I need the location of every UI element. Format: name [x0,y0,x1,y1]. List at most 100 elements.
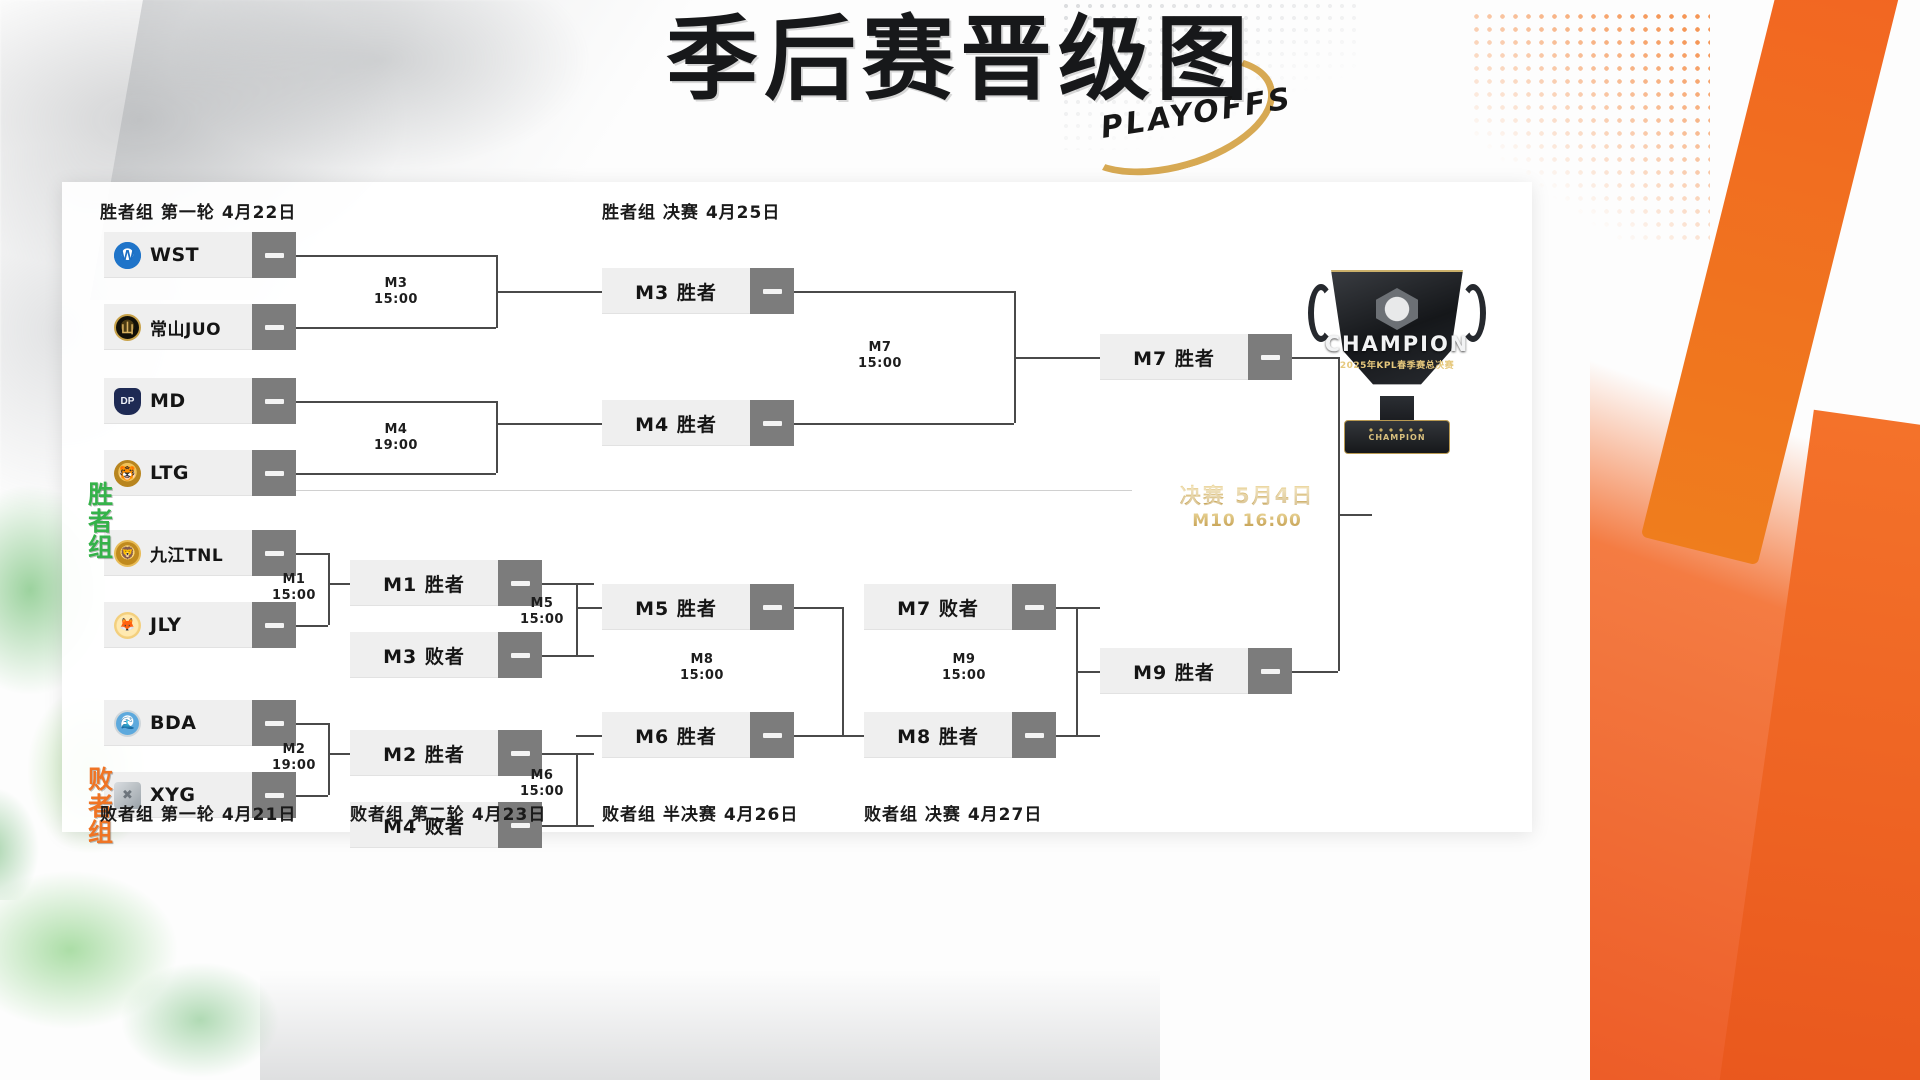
grand-final-label: 决赛 5月4日 M10 16:00 [1152,482,1342,533]
score-box-wst[interactable] [252,232,296,278]
score-dash-icon [1024,604,1044,610]
placeholder-plate-m5-winner: M5 胜者 [602,584,750,630]
match-slot-tnl[interactable]: 九江TNL [104,530,296,576]
connector-line [296,255,496,257]
placeholder-label-m7-loser: M7 败者 [897,597,979,620]
connector-line [328,553,330,625]
connector-line [296,553,328,555]
connector-line [496,423,602,425]
score-box-m4-winner[interactable] [750,400,794,446]
placeholder-plate-m8-winner: M8 胜者 [864,712,1012,758]
connector-line [1014,357,1100,359]
connector-line [542,825,594,827]
score-box-xyg[interactable] [252,772,296,818]
match-slot-m8-winner[interactable]: M8 胜者 [864,712,1056,758]
bracket-half-divider [92,490,1132,491]
match-slot-bda[interactable]: BDA [104,700,296,746]
green-paint-splash-2 [0,860,290,1080]
placeholder-plate-m9-winner: M9 胜者 [1100,648,1248,694]
match-slot-m9-winner[interactable]: M9 胜者 [1100,648,1292,694]
score-dash-icon [762,420,782,426]
score-dash-icon [1260,668,1280,674]
connector-line [1056,735,1100,737]
team-name-xyg: XYG [150,784,196,806]
score-box-jly[interactable] [252,602,296,648]
match-slot-md[interactable]: MD [104,378,296,424]
team-name-juo: 常山JUO [150,319,222,340]
match-slot-juo[interactable]: 常山JUO [104,304,296,350]
team-plate-juo: 常山JUO [104,304,252,350]
placeholder-plate-m3-winner: M3 胜者 [602,268,750,314]
connector-line [296,625,328,627]
match-slot-m6-winner[interactable]: M6 胜者 [602,712,794,758]
placeholder-plate-m7-winner: M7 胜者 [1100,334,1248,380]
placeholder-label-m1-winner: M1 胜者 [383,573,465,596]
grand-final-date: 决赛 5月4日 [1152,482,1342,510]
match-slot-m7-winner[interactable]: M7 胜者 [1100,334,1292,380]
md-logo [114,387,141,415]
team-name-tnl: 九江TNL [150,545,224,566]
connector-line [794,291,1014,293]
connector-line [296,795,328,797]
match-slot-m2-winner[interactable]: M2 胜者 [350,730,542,776]
match-slot-m7-loser[interactable]: M7 败者 [864,584,1056,630]
match-slot-xyg[interactable]: XYG [104,772,296,818]
score-box-m6-winner[interactable] [750,712,794,758]
score-box-m7-loser[interactable] [1012,584,1056,630]
score-box-m7-winner[interactable] [1248,334,1292,380]
score-dash-icon [264,470,284,476]
round-header-losers-final: 败者组 决赛 4月27日 [864,805,1043,825]
connector-line [1292,671,1338,673]
score-box-m1-winner[interactable] [498,560,542,606]
team-plate-jly: JLY [104,602,252,648]
connector-line [296,401,496,403]
match-slot-m1-winner[interactable]: M1 胜者 [350,560,542,606]
champion-trophy: CHAMPION 2025年KPL春季赛总决赛 CHAMPION [1308,270,1486,470]
match-slot-m4-winner[interactable]: M4 胜者 [602,400,794,446]
score-dash-icon [264,324,284,330]
connector-line [496,401,498,473]
match-slot-wst[interactable]: WST [104,232,296,278]
placeholder-plate-m7-loser: M7 败者 [864,584,1012,630]
team-plate-md: MD [104,378,252,424]
score-box-m3-loser[interactable] [498,632,542,678]
connector-line [842,607,844,735]
score-box-ltg[interactable] [252,450,296,496]
score-box-juo[interactable] [252,304,296,350]
match-slot-ltg[interactable]: LTG [104,450,296,496]
placeholder-label-m4-winner: M4 胜者 [635,413,717,436]
grey-halftone-dots [1060,0,1360,150]
match-slot-m4-loser[interactable]: M4 败者 [350,802,542,848]
score-dash-icon [1260,354,1280,360]
connector-line [1292,357,1338,359]
score-box-m4-loser[interactable] [498,802,542,848]
connector-line [542,655,594,657]
match-slot-m3-loser[interactable]: M3 败者 [350,632,542,678]
round-header-losers-r1: 败者组 第一轮 4月21日 [100,805,297,825]
score-box-m3-winner[interactable] [750,268,794,314]
score-box-m5-winner[interactable] [750,584,794,630]
score-box-m8-winner[interactable] [1012,712,1056,758]
placeholder-label-m4-loser: M4 败者 [383,815,465,838]
match-slot-jly[interactable]: JLY [104,602,296,648]
score-box-md[interactable] [252,378,296,424]
match-slot-m3-winner[interactable]: M3 胜者 [602,268,794,314]
match-slot-m5-winner[interactable]: M5 胜者 [602,584,794,630]
score-box-m9-winner[interactable] [1248,648,1292,694]
round-header-losers-semi: 败者组 半决赛 4月26日 [602,805,799,825]
score-box-bda[interactable] [252,700,296,746]
team-plate-bda: BDA [104,700,252,746]
team-name-ltg: LTG [150,462,190,484]
connector-line [794,735,842,737]
score-box-tnl[interactable] [252,530,296,576]
placeholder-label-m3-loser: M3 败者 [383,645,465,668]
placeholder-label-m8-winner: M8 胜者 [897,725,979,748]
placeholder-plate-m4-loser: M4 败者 [350,802,498,848]
connector-line [576,735,602,737]
connector-line [542,753,594,755]
placeholder-plate-m2-winner: M2 胜者 [350,730,498,776]
score-box-m2-winner[interactable] [498,730,542,776]
score-dash-icon [264,550,284,556]
